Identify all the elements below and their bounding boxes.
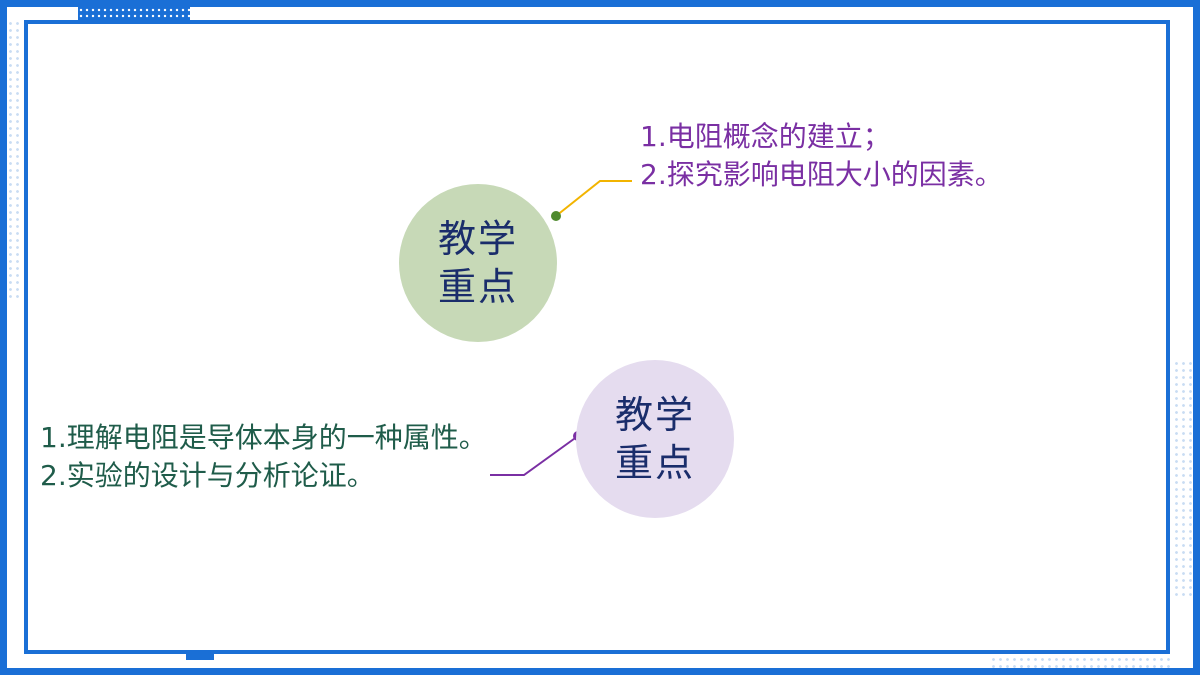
lower-connector-line xyxy=(490,435,579,476)
bottom-decorative-mark xyxy=(186,652,214,660)
upper-circle-badge: 教学 重点 xyxy=(399,184,557,342)
lower-circle-line2: 重点 xyxy=(614,441,695,485)
upper-point-2: 2.探究影响电阻大小的因素。 xyxy=(640,158,1003,191)
lower-points-list: 1.理解电阻是导体本身的一种属性。 2.实验的设计与分析论证。 xyxy=(40,419,487,495)
upper-point-1: 1.电阻概念的建立； xyxy=(640,120,891,153)
right-dot-pattern xyxy=(1173,360,1193,600)
lower-point-1: 1.理解电阻是导体本身的一种属性。 xyxy=(40,421,487,454)
upper-circle-line2: 重点 xyxy=(437,265,518,309)
lower-circle-line1: 教学 xyxy=(614,393,695,437)
upper-points-list: 1.电阻概念的建立； 2.探究影响电阻大小的因素。 xyxy=(640,118,1003,194)
upper-connector-dot xyxy=(551,211,561,221)
top-decorative-tab xyxy=(78,7,190,21)
inner-frame xyxy=(24,20,1170,654)
upper-connector-line xyxy=(555,180,632,217)
bottom-dot-pattern xyxy=(990,656,1170,668)
left-dot-pattern xyxy=(7,20,23,300)
upper-circle-line1: 教学 xyxy=(437,217,518,261)
lower-circle-badge: 教学 重点 xyxy=(576,360,734,518)
lower-point-2: 2.实验的设计与分析论证。 xyxy=(40,459,375,492)
